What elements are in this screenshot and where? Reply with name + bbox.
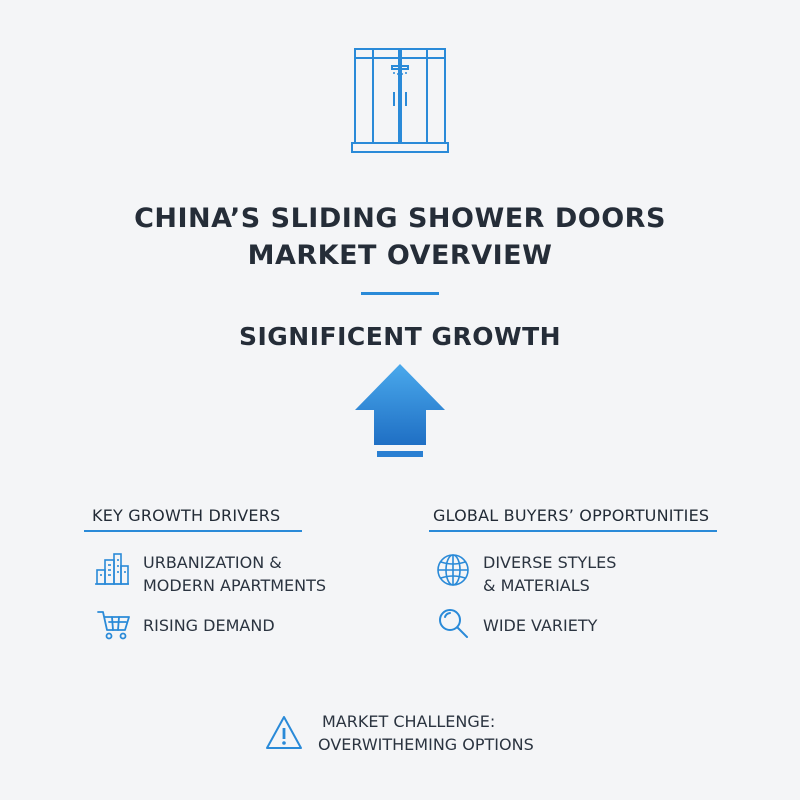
magnifier-icon bbox=[439, 609, 468, 638]
city-buildings-icon bbox=[95, 553, 129, 585]
opportunity-item-styles: DIVERSE STYLES & MATERIALS bbox=[483, 551, 616, 597]
sliding-shower-door-icon bbox=[351, 48, 449, 153]
opportunities-divider bbox=[429, 530, 717, 532]
globe-icon bbox=[437, 554, 469, 586]
driver-item-demand: RISING DEMAND bbox=[143, 614, 275, 637]
opportunities-heading: GLOBAL BUYERS’ OPPORTUNITIES bbox=[433, 506, 710, 525]
driver-item-line: RISING DEMAND bbox=[143, 616, 275, 635]
warning-triangle-icon bbox=[266, 716, 302, 749]
up-arrow-icon bbox=[355, 364, 445, 457]
driver-item-line: URBANIZATION & bbox=[143, 553, 282, 572]
challenge-line-2: OVERWITHEMING OPTIONS bbox=[318, 735, 534, 754]
opportunity-item-variety: WIDE VARIETY bbox=[483, 614, 597, 637]
driver-item-line: MODERN APARTMENTS bbox=[143, 576, 327, 595]
market-challenge: MARKET CHALLENGE: OVERWITHEMING OPTIONS bbox=[318, 710, 534, 756]
title-line-2: MARKET OVERVIEW bbox=[247, 240, 553, 271]
opportunity-item-line: & MATERIALS bbox=[483, 576, 590, 595]
drivers-divider bbox=[84, 530, 302, 532]
challenge-line-1: MARKET CHALLENGE: bbox=[322, 712, 496, 731]
title-line-1: CHINA’S SLIDING SHOWER DOORS bbox=[134, 203, 666, 234]
drivers-heading: KEY GROWTH DRIVERS bbox=[92, 506, 281, 525]
opportunity-item-line: DIVERSE STYLES bbox=[483, 553, 617, 572]
title-divider bbox=[361, 292, 439, 295]
page-title: CHINA’S SLIDING SHOWER DOORS MARKET OVER… bbox=[0, 200, 800, 274]
opportunity-item-line: WIDE VARIETY bbox=[483, 616, 598, 635]
shopping-cart-icon bbox=[97, 611, 130, 640]
headline: SIGNIFICENT GROWTH bbox=[238, 322, 562, 351]
driver-item-urbanization: URBANIZATION & MODERN APARTMENTS bbox=[143, 551, 326, 597]
